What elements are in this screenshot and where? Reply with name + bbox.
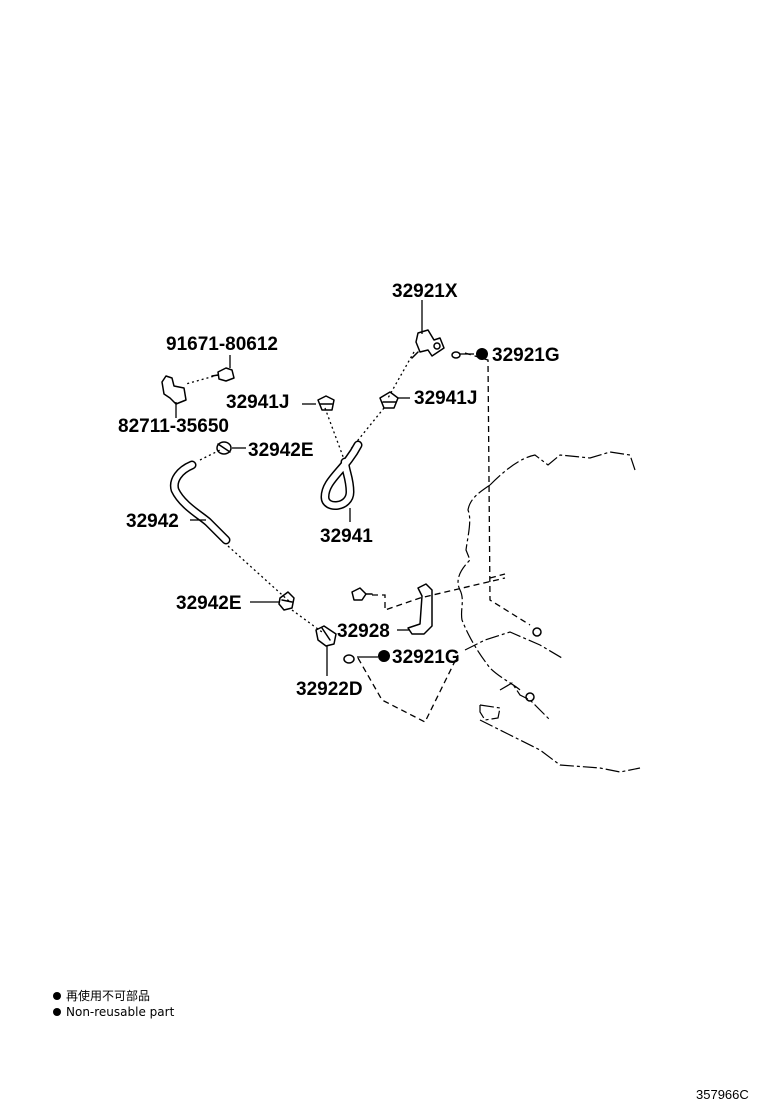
label-91671-80612: 91671-80612 (166, 334, 278, 355)
clamp-32941j-left (317, 395, 335, 411)
label-32941j-right: 32941J (414, 388, 477, 409)
legend: 再使用不可部品 Non-reusable part (53, 988, 175, 1019)
bolt-91671 (211, 367, 235, 382)
legend-english: Non-reusable part (66, 1005, 175, 1019)
gasket-32921g-bottom (343, 654, 355, 664)
non-reusable-bullet-top (476, 348, 488, 360)
label-32942e-bottom: 32942E (176, 593, 242, 614)
leader-lines (175, 300, 474, 676)
non-reusable-bullet-bottom (378, 650, 390, 662)
label-32942: 32942 (126, 511, 179, 532)
bolt-bracket (351, 587, 373, 601)
hose-32941 (320, 440, 363, 510)
part-labels: 32921X 32921G 91671-80612 82711-35650 32… (118, 281, 560, 700)
clamp-32942e-bottom (278, 591, 295, 611)
hose-32942 (169, 460, 231, 545)
connector-32922d (315, 625, 337, 647)
label-32922d: 32922D (296, 679, 363, 700)
clamp-32941j-right (379, 391, 399, 409)
vacuum-sensor-32921x (411, 329, 445, 359)
engine-outline (457, 451, 641, 773)
label-82711-35650: 82711-35650 (118, 416, 229, 437)
legend-bullet-en (53, 1008, 61, 1016)
bracket-32928 (407, 583, 433, 635)
clamp-32942e-top (216, 441, 232, 455)
label-32928: 32928 (337, 621, 390, 642)
legend-japanese: 再使用不可部品 (66, 988, 150, 1003)
gasket-32921g-top (451, 351, 461, 359)
bracket-82711 (161, 375, 187, 405)
label-32941j-left: 32941J (226, 392, 289, 413)
label-32921g-top: 32921G (492, 345, 560, 366)
label-32921x: 32921X (392, 281, 458, 302)
label-32921g-bottom: 32921G (392, 647, 460, 668)
label-32941: 32941 (320, 526, 373, 547)
legend-bullet-jp (53, 992, 61, 1000)
diagram-code: 357966C (696, 1087, 749, 1102)
label-32942e-top: 32942E (248, 440, 314, 461)
